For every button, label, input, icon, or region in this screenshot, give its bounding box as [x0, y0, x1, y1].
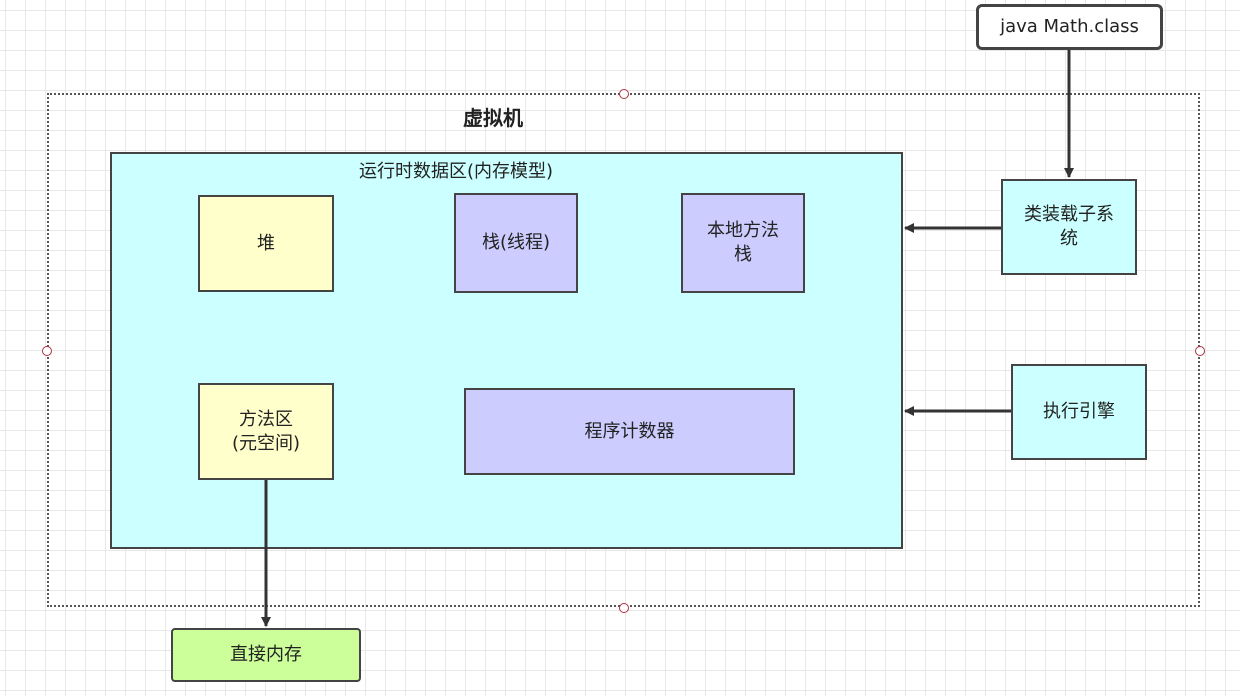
class-loader-label-line1: 类装载子系: [1024, 204, 1114, 225]
direct-memory-label: 直接内存: [230, 644, 302, 665]
selection-handle-bottom[interactable]: [619, 603, 629, 613]
native-method-stack-label-line2: 栈: [734, 244, 752, 265]
runtime-area-title: 运行时数据区(内存模型): [359, 161, 554, 182]
stack-label: 栈(线程): [481, 232, 551, 253]
class-file-label: java Math.class: [1000, 16, 1139, 37]
method-area-box[interactable]: 方法区 (元空间): [198, 383, 334, 480]
heap-label: 堆: [257, 232, 275, 254]
selection-handle-left[interactable]: [42, 346, 52, 356]
class-file-box[interactable]: java Math.class: [976, 4, 1163, 50]
execution-engine-box[interactable]: 执行引擎: [1011, 364, 1147, 460]
heap-box[interactable]: 堆: [198, 195, 334, 292]
class-loader-label-line2: 统: [1060, 228, 1078, 249]
execution-engine-label: 执行引擎: [1043, 401, 1115, 422]
native-method-stack-label-line1: 本地方法: [707, 220, 779, 241]
selection-handle-top[interactable]: [619, 89, 629, 99]
selection-handle-right[interactable]: [1195, 346, 1205, 356]
method-area-label-line1: 方法区: [239, 408, 293, 430]
class-loader-box[interactable]: 类装载子系 统: [1001, 179, 1137, 275]
vm-title: 虚拟机: [463, 106, 523, 130]
stack-box[interactable]: 栈(线程): [454, 193, 578, 293]
program-counter-box[interactable]: 程序计数器: [464, 388, 795, 475]
direct-memory-box[interactable]: 直接内存: [171, 628, 361, 682]
program-counter-label: 程序计数器: [584, 420, 675, 442]
method-area-label-line2: (元空间): [231, 432, 301, 454]
native-method-stack-box[interactable]: 本地方法 栈: [681, 193, 805, 293]
